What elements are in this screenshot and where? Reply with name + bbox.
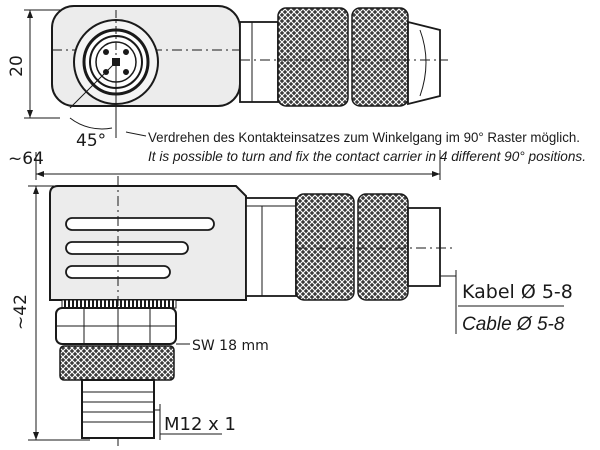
dimension-height-side: ~42 [11,185,90,441]
cable-label-en: Cable Ø 5-8 [462,314,565,335]
dimension-64-label: ~64 [8,149,44,169]
thread-label: M12 x 1 [164,414,236,435]
grip-slot-2 [65,241,189,255]
rotation-note-de: Verdrehen des Kontakteinsatzes zum Winke… [148,129,580,145]
cable-gland-top [407,20,441,106]
top-view: 20 45° [7,5,448,151]
side-view: ~42 Kabel Ø 5-8 Cable Ø 5-8 [11,176,573,448]
angle-45-indicator: 45° [69,61,117,151]
rotation-note-en: It is possible to turn and fix the conta… [148,148,586,164]
thread-lines [82,391,154,423]
knurled-nut-top-2 [351,7,409,107]
ribbed-ring [61,299,177,309]
angle-45-label: 45° [76,131,106,151]
pin-1 [103,49,109,55]
pin-2 [123,49,129,55]
thread-end [81,379,155,439]
shaft-top [239,21,279,103]
pin-3 [123,69,129,75]
dimension-20-label: 20 [7,55,27,77]
coupling-ring [59,345,175,381]
cable-label-group: Kabel Ø 5-8 Cable Ø 5-8 [440,270,573,335]
dimension-length: ~64 [8,149,441,180]
dimension-height-top: 20 [7,9,60,119]
shaft-side [245,197,297,297]
rotation-note: Verdrehen des Kontakteinsatzes zum Winke… [125,129,586,164]
wrench-size-label: SW 18 mm [192,338,269,354]
knurled-nut-top-1 [277,7,349,107]
grip-slot-1 [65,217,215,231]
dimension-42-label: ~42 [11,294,31,330]
cable-gland-side [407,207,441,287]
knurled-nut-side-1 [295,193,355,301]
cable-label-de: Kabel Ø 5-8 [462,281,573,303]
knurled-nut-side-2 [357,193,409,301]
